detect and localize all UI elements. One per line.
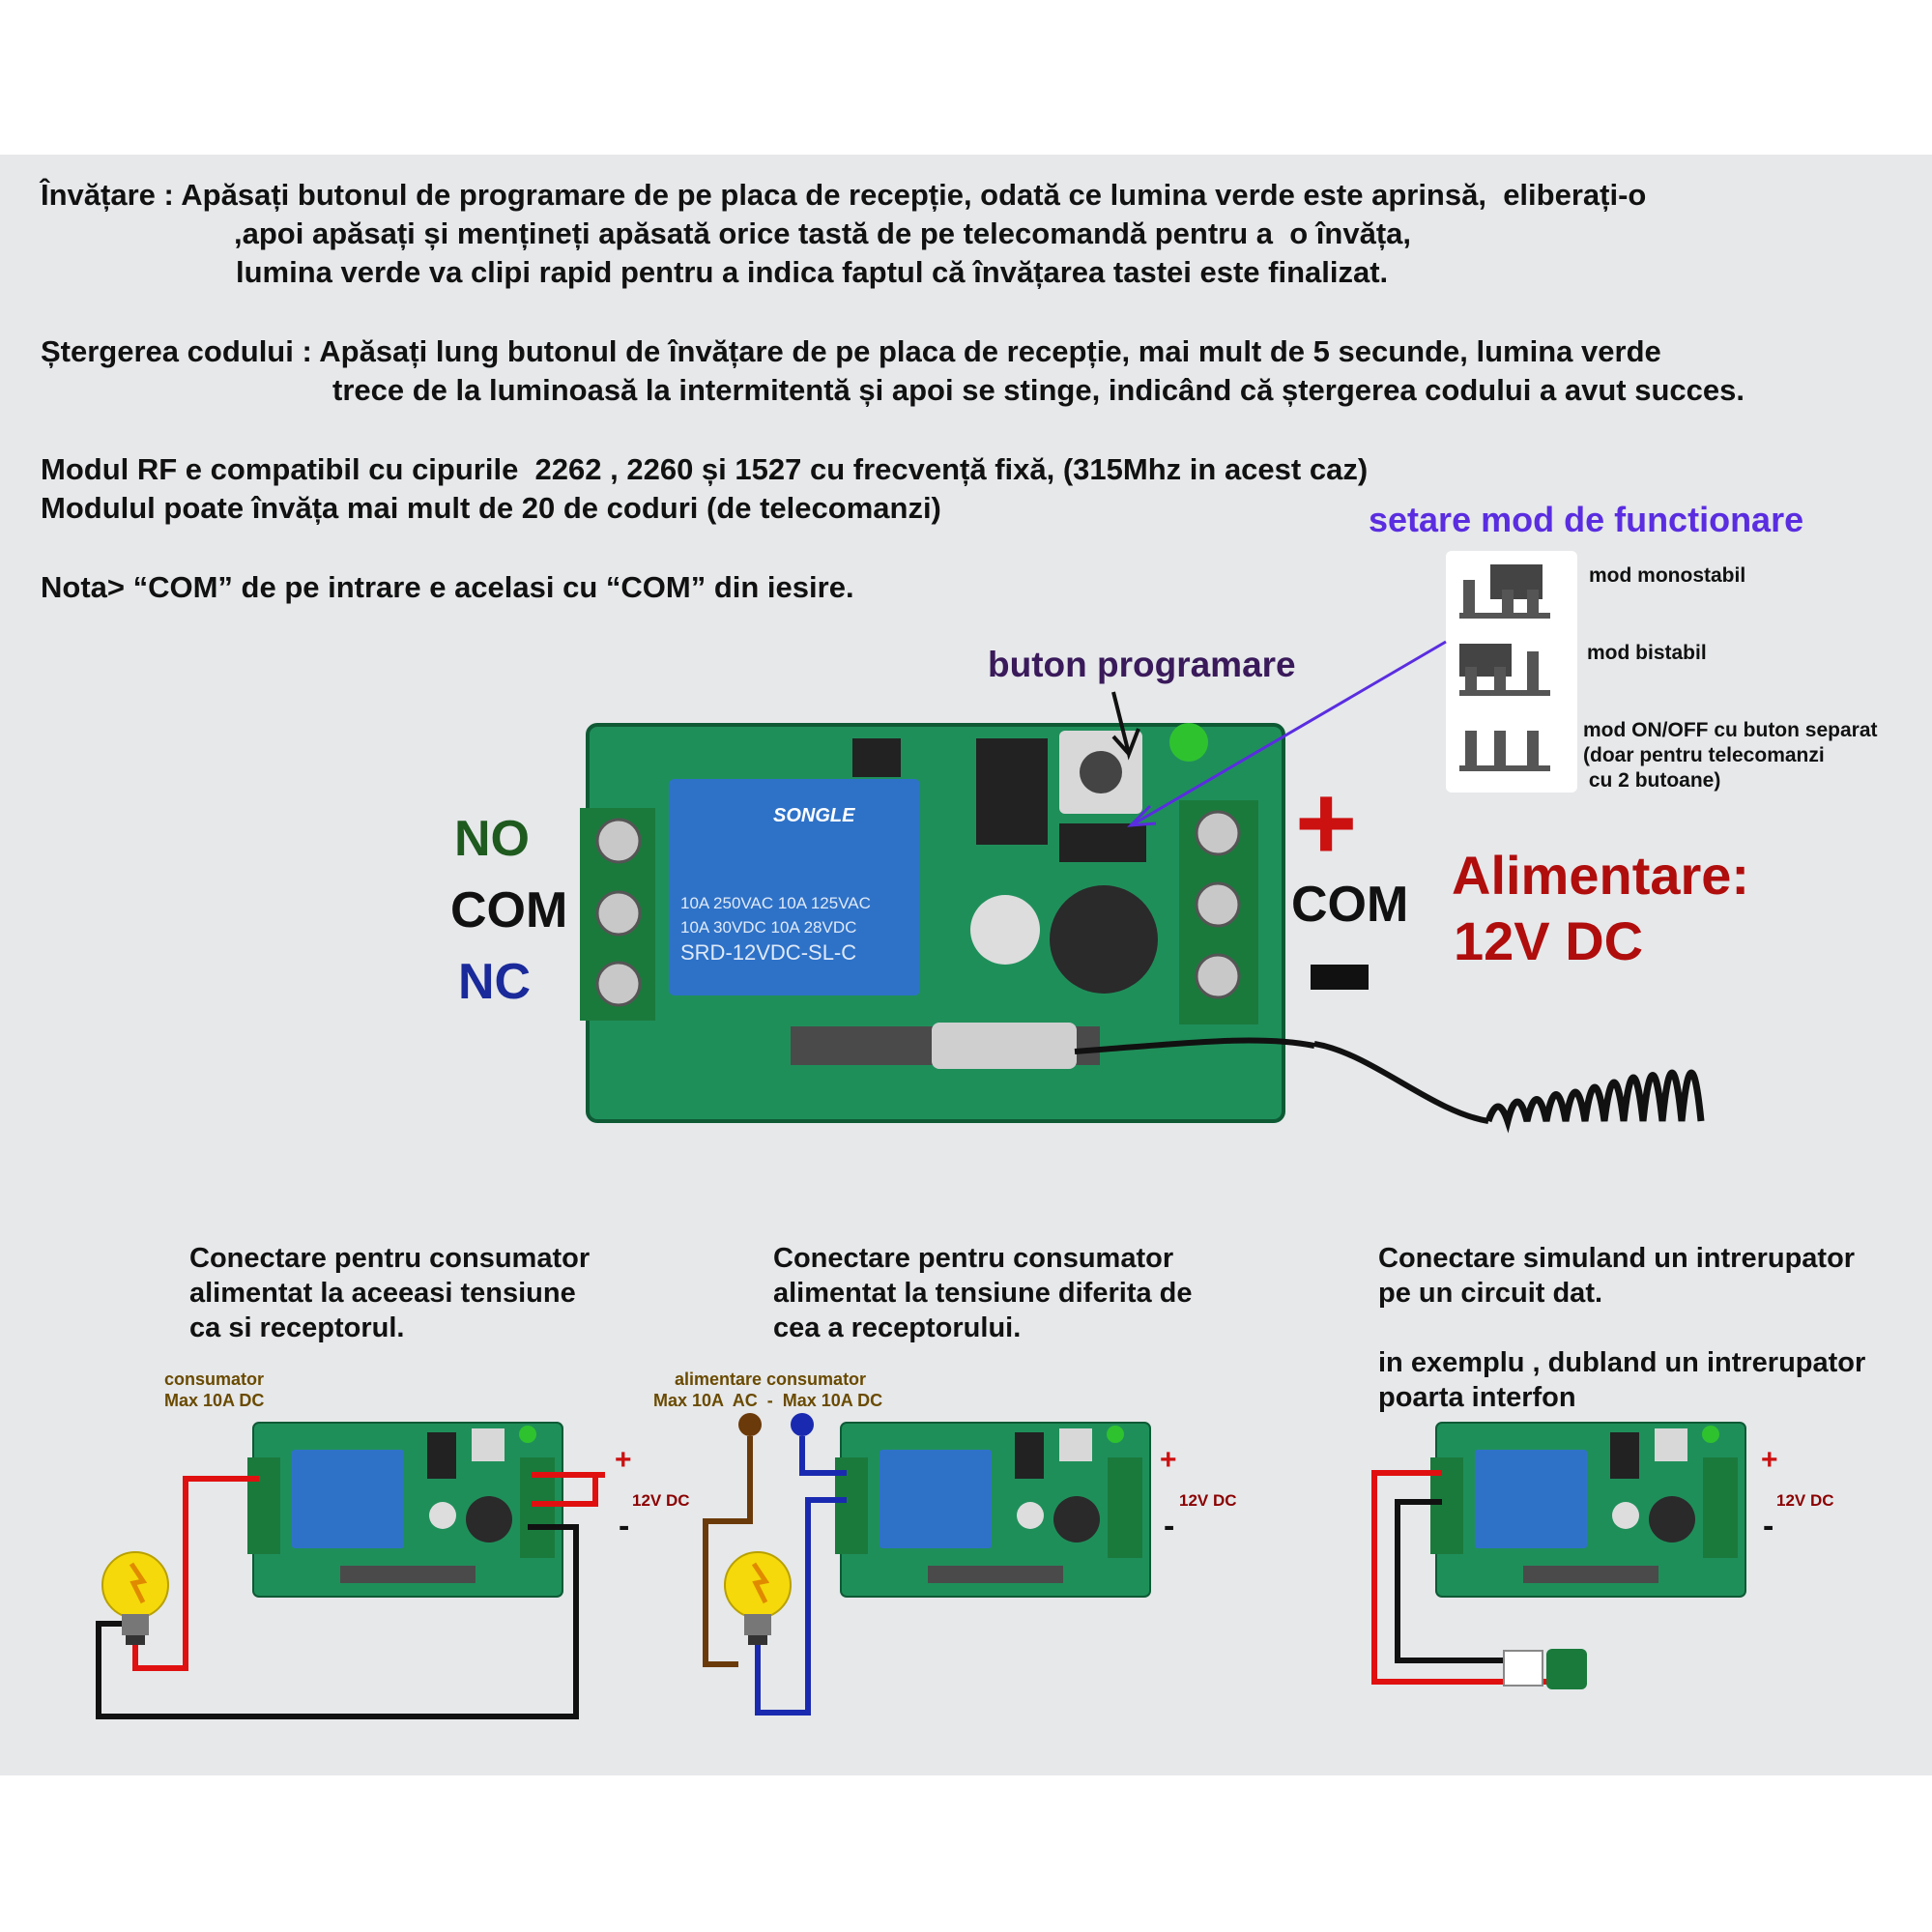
- example-2-board: [834, 1422, 1151, 1598]
- example-2-blue-wire-top: [799, 1436, 847, 1476]
- example-1-minus: -: [619, 1508, 629, 1544]
- example-1-bulb-icon: [102, 1552, 168, 1645]
- power-label: Alimentare:: [1452, 845, 1750, 906]
- mode-onoff-label: mod ON/OFF cu buton separat: [1583, 719, 1878, 741]
- power-value: 12V DC: [1454, 910, 1644, 971]
- example-1-line-2: alimentat la aceeasi tensiune: [189, 1278, 576, 1309]
- erase-line-2: trece de la luminoasă la intermitentă și…: [332, 373, 1745, 407]
- example-2-line-2: alimentat la tensiune diferita de: [773, 1278, 1193, 1309]
- mode-onoff-note-1: (doar pentru telecomanzi: [1583, 744, 1825, 766]
- com-input-label: COM: [1291, 877, 1409, 933]
- example-1-plus: +: [615, 1444, 632, 1476]
- mode-monostabil-label: mod monostabil: [1589, 564, 1746, 587]
- button-pointer-arrow: [1111, 691, 1140, 761]
- relay-component: SONGLE 10A 250VAC 10A 125VAC 10A 30VDC 1…: [669, 779, 920, 995]
- example-3-voltage: 12V DC: [1776, 1491, 1834, 1510]
- erase-line-1: Ștergerea codului : Apăsați lung butonul…: [41, 334, 1661, 368]
- relay-brand: SONGLE: [773, 805, 855, 826]
- example-2-line-1: Conectare pentru consumator: [773, 1243, 1174, 1274]
- example-1-line-1: Conectare pentru consumator: [189, 1243, 591, 1274]
- example-3-line-5: poarta interfon: [1378, 1382, 1576, 1413]
- jumper-mode-card: [1446, 551, 1577, 793]
- jumper-pointer-line: [1134, 640, 1447, 825]
- example-1-board: [246, 1422, 563, 1598]
- antenna-wire: [1074, 1037, 1315, 1054]
- example-3-minus: -: [1763, 1508, 1773, 1544]
- capacitor-small: [970, 895, 1040, 965]
- example-2-ac-terminal-icon: [738, 1413, 762, 1436]
- example-2-line-3: cea a receptorului.: [773, 1312, 1022, 1343]
- learning-line-2: ,apoi apăsați și mențineți apăsată orice…: [234, 216, 1412, 250]
- example-1-red-wire: [132, 1476, 259, 1671]
- example-3-plus: +: [1761, 1444, 1778, 1476]
- mode-bistabil-label: mod bistabil: [1587, 642, 1707, 664]
- jumper-monostabil-icon: [1459, 564, 1550, 619]
- rf-compatibility-text: Modul RF e compatibil cu cipurile 2262 ,…: [41, 452, 1369, 486]
- program-button-icon: [1059, 731, 1142, 814]
- relay-line-1: 10A 250VAC 10A 125VAC: [680, 894, 871, 912]
- example-1-load-label-1: consumator: [164, 1370, 265, 1389]
- example-2-load-label-1: alimentare consumator: [675, 1370, 867, 1389]
- example-1-black-wire: [96, 1524, 579, 1719]
- example-2-brown-wire: [703, 1436, 753, 1667]
- example-3-board: [1429, 1422, 1746, 1598]
- ic-chip: [976, 738, 1048, 845]
- example-3-green-terminal-icon: [1546, 1649, 1587, 1689]
- example-2-load-label-2: Max 10A AC - Max 10A DC: [653, 1391, 883, 1410]
- example-2-minus: -: [1164, 1508, 1174, 1544]
- example-2-dc-terminal-icon: [791, 1413, 814, 1436]
- mode-setting-title: setare mod de functionare: [1369, 500, 1804, 539]
- nc-terminal-label: NC: [458, 954, 532, 1010]
- example-3-switch-icon: [1503, 1650, 1543, 1687]
- learning-line-3: lumina verde va clipi rapid pentru a ind…: [236, 255, 1389, 289]
- example-2-blue-wire-bottom: [755, 1497, 847, 1716]
- capacitor-large: [1050, 885, 1158, 994]
- jumper-bistabil-icon: [1459, 644, 1550, 696]
- codes-capacity-text: Modulul poate învăța mai mult de 20 de c…: [41, 491, 941, 525]
- program-button-label: buton programare: [988, 645, 1296, 684]
- example-3-red-wire: [1371, 1470, 1564, 1685]
- mode-onoff-note-2: cu 2 butoane): [1583, 769, 1721, 792]
- example-2-voltage: 12V DC: [1179, 1491, 1237, 1510]
- example-3-line-2: pe un circuit dat.: [1378, 1278, 1603, 1309]
- learning-line-1: Învățare : Apăsați butonul de programare…: [41, 178, 1647, 212]
- example-3-line-1: Conectare simuland un intrerupator: [1378, 1243, 1856, 1274]
- input-terminal-block: [1179, 800, 1258, 1024]
- antenna-coil: [1314, 1041, 1705, 1134]
- receiver-board: SONGLE 10A 250VAC 10A 125VAC 10A 30VDC 1…: [580, 723, 1315, 1123]
- example-2-plus: +: [1160, 1444, 1177, 1476]
- jumper-onoff-icon: [1459, 731, 1550, 771]
- relay-line-2: 10A 30VDC 10A 28VDC: [680, 918, 856, 937]
- minus-input-bar: [1311, 965, 1369, 990]
- example-1-load-label-2: Max 10A DC: [164, 1391, 265, 1410]
- plus-input-label: +: [1295, 764, 1358, 882]
- mode-jumper: [1059, 823, 1146, 862]
- com-note-text: Nota> “COM” de pe intrare e acelasi cu “…: [41, 570, 854, 604]
- example-3-line-4: in exemplu , dubland un intrerupator: [1378, 1347, 1866, 1378]
- no-terminal-label: NO: [454, 811, 530, 867]
- example-1-line-3: ca si receptorul.: [189, 1312, 405, 1343]
- wiring-examples: + - 12V DC + - 12V DC + - 12V DC: [96, 1413, 1834, 1719]
- example-3-black-wire: [1395, 1499, 1514, 1663]
- green-led-icon: [1169, 723, 1208, 762]
- example-2-bulb-icon: [725, 1552, 791, 1645]
- com-output-label: COM: [450, 882, 568, 938]
- example-1-voltage: 12V DC: [632, 1491, 690, 1510]
- output-terminal-block: [580, 808, 655, 1021]
- relay-line-3: SRD-12VDC-SL-C: [680, 940, 856, 965]
